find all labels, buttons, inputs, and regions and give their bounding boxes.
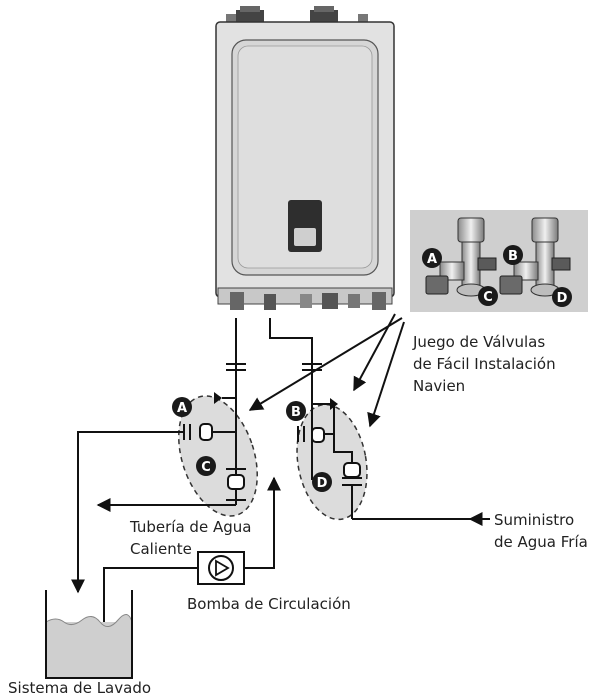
photo-badge-d: D (552, 287, 572, 307)
svg-text:B: B (508, 249, 518, 264)
valve-kit-label-line2: de Fácil Instalación (413, 355, 556, 373)
photo-badge-c: C (478, 286, 498, 306)
photo-badge-b: B (503, 245, 523, 265)
svg-text:D: D (317, 476, 328, 491)
flush-bucket (45, 590, 133, 679)
valve-kit-label-line1: Juego de Válvulas (412, 333, 545, 351)
valve-right-image (499, 217, 571, 297)
cold-supply-label-line2: de Agua Fría (494, 533, 588, 551)
water-heater (215, 6, 395, 310)
hot-pipe-label-line2: Caliente (130, 540, 192, 558)
valve-left-image (425, 217, 497, 297)
svg-text:A: A (177, 401, 187, 416)
svg-text:D: D (557, 291, 568, 306)
valve-kit-photo: A C B D (410, 210, 588, 312)
photo-badge-a: A (422, 248, 442, 268)
piping (71, 318, 490, 626)
heater-bottom-fittings (217, 287, 393, 310)
svg-text:C: C (201, 460, 211, 475)
circulation-pump-icon (197, 551, 245, 585)
pump-label: Bomba de Circulación (187, 595, 351, 613)
svg-text:A: A (427, 252, 437, 267)
hot-pipe-label-line1: Tubería de Agua (129, 518, 251, 536)
diagram-badge-c: C (196, 456, 216, 476)
flush-system-label: Sistema de Lavado (8, 679, 151, 697)
svg-text:B: B (291, 405, 301, 420)
diagram-badge-b: B (286, 401, 306, 421)
diagram-badge-d: D (312, 472, 332, 492)
cold-supply-label-line1: Suministro (494, 511, 574, 529)
valve-kit-pointers (248, 313, 405, 428)
svg-text:C: C (483, 290, 493, 305)
diagram-badge-a: A (172, 397, 192, 417)
valve-kit-label-line3: Navien (413, 377, 465, 395)
